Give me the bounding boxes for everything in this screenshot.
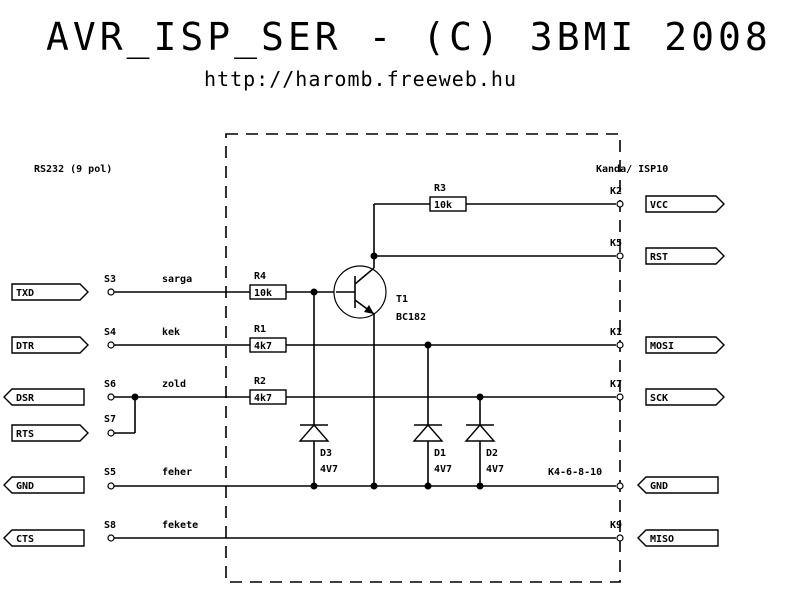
rst-connector: RST — [645, 247, 725, 265]
terminal-k2 — [616, 200, 624, 208]
pin-k1: K1 — [610, 327, 622, 338]
svg-text:4V7: 4V7 — [486, 464, 504, 475]
svg-text:VCC: VCC — [650, 200, 668, 211]
wire-label-feher: feher — [162, 467, 192, 478]
terminal-s7 — [107, 429, 115, 437]
diode-d2: D2 4V7 — [464, 423, 504, 475]
terminal-s8 — [107, 534, 115, 542]
resistor-r4: R4 10k — [249, 271, 287, 300]
svg-text:T1: T1 — [396, 294, 408, 305]
mosi-connector: MOSI — [645, 336, 725, 354]
junction-dot — [310, 288, 318, 296]
svg-text:R3: R3 — [434, 183, 446, 194]
svg-text:D1: D1 — [434, 448, 446, 459]
pin-s6: S6 — [104, 379, 116, 390]
rts-connector: RTS — [11, 424, 89, 442]
pin-k7: K7 — [610, 379, 622, 390]
pin-k5: K5 — [610, 238, 622, 249]
wire-label-zold: zold — [162, 379, 186, 390]
diagram-title: AVR_ISP_SER - (C) 3BMI 2008 — [46, 15, 772, 60]
board-outline — [225, 133, 621, 583]
gnd-left-connector: GND — [3, 476, 85, 494]
svg-text:10k: 10k — [434, 200, 452, 211]
junction-dot — [424, 341, 432, 349]
svg-text:GND: GND — [650, 481, 668, 492]
svg-text:R1: R1 — [254, 324, 266, 335]
svg-text:D2: D2 — [486, 448, 498, 459]
svg-text:RST: RST — [650, 252, 668, 263]
pin-s3: S3 — [104, 274, 116, 285]
svg-text:D3: D3 — [320, 448, 332, 459]
pin-s8: S8 — [104, 520, 116, 531]
pin-s5: S5 — [104, 467, 116, 478]
pin-k9: K9 — [610, 520, 622, 531]
svg-text:DSR: DSR — [16, 393, 35, 404]
junction-dot — [476, 393, 484, 401]
resistor-r1: R1 4k7 — [249, 324, 287, 353]
txd-connector: TXD — [11, 283, 89, 301]
wire-label-sarga: sarga — [162, 274, 192, 285]
junction-dot — [370, 252, 378, 260]
gnd-right-connector: GND — [637, 476, 719, 494]
svg-text:4V7: 4V7 — [434, 464, 452, 475]
resistor-r3: R3 10k — [429, 183, 467, 212]
resistor-r2: R2 4k7 — [249, 376, 287, 405]
terminal-k5 — [616, 252, 624, 260]
terminal-s4 — [107, 341, 115, 349]
svg-text:MISO: MISO — [650, 534, 674, 545]
svg-text:R2: R2 — [254, 376, 266, 387]
pin-s7: S7 — [104, 414, 116, 425]
junction-dot — [476, 482, 484, 490]
cts-connector: CTS — [3, 529, 85, 547]
svg-text:4k7: 4k7 — [254, 341, 272, 352]
svg-text:10k: 10k — [254, 288, 272, 299]
transistor-t1: T1 BC182 — [333, 265, 426, 323]
isp-header: Kanda/ ISP10 — [596, 164, 668, 175]
svg-text:R4: R4 — [254, 271, 266, 282]
terminal-s5 — [107, 482, 115, 490]
wire-label-fekete: fekete — [162, 520, 198, 531]
dsr-connector: DSR — [3, 388, 85, 406]
sck-connector: SCK — [645, 388, 725, 406]
svg-text:SCK: SCK — [650, 393, 668, 404]
svg-text:CTS: CTS — [16, 534, 34, 545]
terminal-k1 — [616, 341, 624, 349]
diode-d1: D1 4V7 — [412, 423, 452, 475]
terminal-k9 — [616, 534, 624, 542]
svg-text:RTS: RTS — [16, 429, 34, 440]
svg-text:4V7: 4V7 — [320, 464, 338, 475]
svg-text:MOSI: MOSI — [650, 341, 674, 352]
junction-dot — [310, 482, 318, 490]
miso-connector: MISO — [637, 529, 719, 547]
terminal-s6 — [107, 393, 115, 401]
svg-text:TXD: TXD — [16, 288, 34, 299]
svg-text:DTR: DTR — [16, 341, 35, 352]
terminal-k7 — [616, 393, 624, 401]
svg-text:4k7: 4k7 — [254, 393, 272, 404]
svg-text:BC182: BC182 — [396, 312, 426, 323]
junction-dot — [131, 393, 139, 401]
terminal-s3 — [107, 288, 115, 296]
vcc-connector: VCC — [645, 195, 725, 213]
dtr-connector: DTR — [11, 336, 89, 354]
junction-dot — [424, 482, 432, 490]
junction-dot — [370, 482, 378, 490]
pin-k-gnd: K4-6-8-10 — [548, 467, 602, 478]
svg-text:GND: GND — [16, 481, 34, 492]
rs232-header: RS232 (9 pol) — [34, 164, 112, 175]
diode-d3: D3 4V7 — [298, 423, 338, 475]
pin-s4: S4 — [104, 327, 116, 338]
wire-label-kek: kek — [162, 327, 180, 338]
terminal-k-gnd — [616, 482, 624, 490]
diagram-url: http://haromb.freeweb.hu — [204, 67, 517, 91]
pin-k2: K2 — [610, 186, 622, 197]
